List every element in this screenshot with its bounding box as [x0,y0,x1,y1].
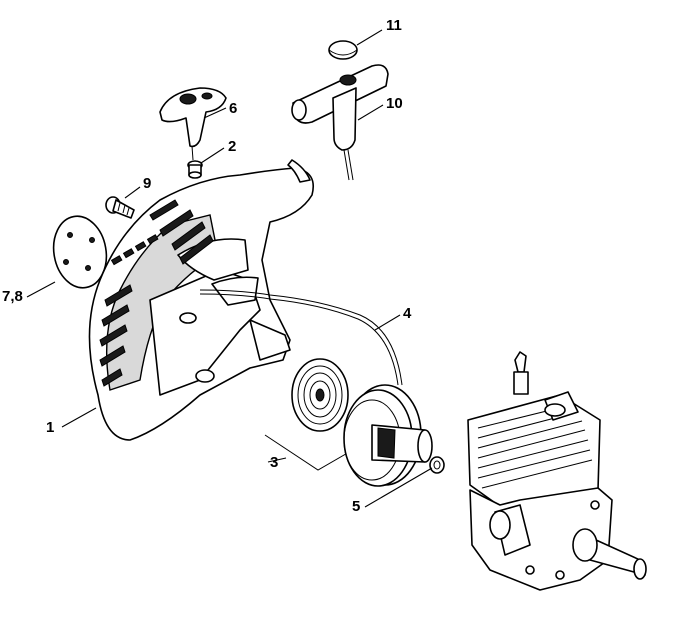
housing-vent-slots [99,199,214,387]
callout-10: 10 [386,95,403,112]
part-7-8-plate [52,215,108,289]
part-10-starter-grip [291,64,389,181]
part-9-screw [105,196,135,219]
part-5-washer [429,456,445,474]
part-3-rewind-spring [264,358,371,471]
part-2-bushing [187,160,203,179]
callout-5: 5 [352,498,360,515]
callout-11: 11 [386,17,402,34]
callout-3: 3 [270,454,278,471]
callout-2: 2 [228,138,236,155]
rope-rotor [343,384,433,487]
part-4-starter-rope [199,289,403,386]
callout-1: 1 [46,419,54,436]
callout-4: 4 [403,305,412,322]
callout-6: 6 [229,100,237,117]
leader-lines [26,29,433,508]
part-11-cap [328,40,358,60]
engine-assembly [467,351,647,591]
part-6-starter-grip [159,87,227,161]
callout-9: 9 [143,175,151,192]
callout-7-8: 7,8 [2,288,23,305]
callout-labels: 11 10 6 2 9 7,8 1 4 3 5 [2,17,412,515]
